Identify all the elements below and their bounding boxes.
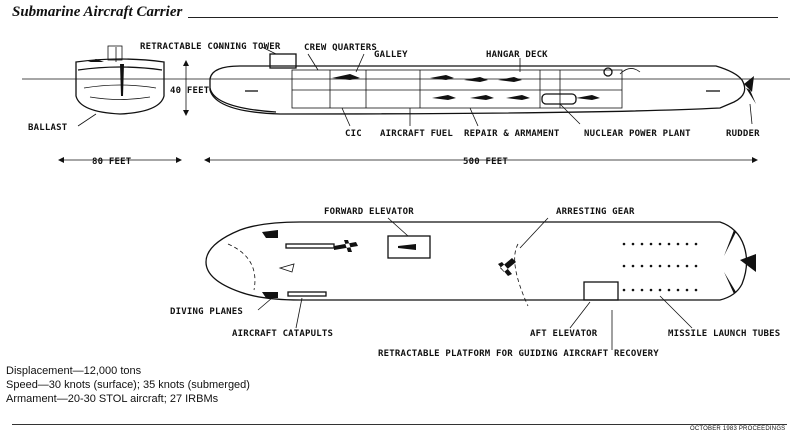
spec-armament: Armament—20-30 STOL aircraft; 27 IRBMs: [6, 393, 219, 405]
missile-tube-mark: [622, 242, 626, 246]
label-beam: 80 FEET: [92, 157, 132, 167]
label-aircraft-catapults: AIRCRAFT CATAPULTS: [232, 329, 333, 339]
missile-tube-mark: [667, 242, 671, 246]
missile-tube-mark: [694, 242, 698, 246]
missile-tube-mark: [658, 288, 662, 292]
label-ballast: BALLAST: [28, 123, 68, 133]
specifications: Displacement—12,000 tons Speed—30 knots …: [6, 364, 250, 406]
title-rule: [188, 17, 778, 18]
missile-tube-mark: [676, 264, 680, 268]
missile-tube-mark: [622, 288, 626, 292]
conning-tower: [269, 53, 297, 69]
missile-tube-mark: [667, 264, 671, 268]
label-diving-planes: DIVING PLANES: [170, 307, 243, 317]
missile-tube-mark: [649, 242, 653, 246]
missile-tube-mark: [640, 242, 644, 246]
missile-tube-mark: [685, 264, 689, 268]
label-missile-launch-tubes: MISSILE LAUNCH TUBES: [668, 329, 780, 339]
label-nuclear-power-plant: NUCLEAR POWER PLANT: [584, 129, 691, 139]
label-hangar-deck: HANGAR DECK: [486, 50, 548, 60]
missile-tube-mark: [631, 264, 635, 268]
missile-tube-mark: [649, 264, 653, 268]
label-cic: CIC: [345, 129, 362, 139]
missile-launch-tubes-array: [622, 242, 698, 292]
missile-tube-mark: [658, 264, 662, 268]
label-conning-tower: RETRACTABLE CONNING TOWER: [140, 42, 281, 52]
missile-tube-mark: [658, 242, 662, 246]
label-arresting-gear: ARRESTING GEAR: [556, 207, 635, 217]
label-rudder: RUDDER: [726, 129, 760, 139]
side-profile: [209, 53, 756, 115]
missile-tube-mark: [694, 288, 698, 292]
label-aircraft-fuel: AIRCRAFT FUEL: [380, 129, 453, 139]
label-retractable-platform: RETRACTABLE PLATFORM FOR GUIDING AIRCRAF…: [378, 349, 659, 359]
missile-tube-mark: [622, 264, 626, 268]
label-galley: GALLEY: [374, 50, 408, 60]
missile-tube-mark: [640, 264, 644, 268]
source-credit: OCTOBER 1983 PROCEEDINGS: [690, 426, 786, 432]
spec-speed: Speed—30 knots (surface); 35 knots (subm…: [6, 379, 250, 391]
missile-tube-mark: [640, 288, 644, 292]
missile-tube-mark: [631, 242, 635, 246]
bottom-rule: [12, 424, 787, 425]
label-forward-elevator: FORWARD ELEVATOR: [324, 207, 414, 217]
missile-tube-mark: [685, 242, 689, 246]
label-repair-armament: REPAIR & ARMAMENT: [464, 129, 560, 139]
missile-tube-mark: [685, 288, 689, 292]
missile-tube-mark: [631, 288, 635, 292]
label-aft-elevator: AFT ELEVATOR: [530, 329, 598, 339]
missile-tube-mark: [694, 264, 698, 268]
label-height: 40 FEET: [170, 86, 210, 96]
missile-tube-mark: [649, 288, 653, 292]
top-view: [205, 221, 756, 307]
missile-tube-mark: [676, 242, 680, 246]
cross-section: [75, 45, 165, 115]
missile-tube-mark: [667, 288, 671, 292]
spec-displacement: Displacement—12,000 tons: [6, 365, 142, 377]
missile-tube-mark: [676, 288, 680, 292]
label-crew-quarters: CREW QUARTERS: [304, 43, 377, 53]
label-length: 500 FEET: [463, 157, 508, 167]
diagram-title: Submarine Aircraft Carrier: [12, 4, 183, 20]
